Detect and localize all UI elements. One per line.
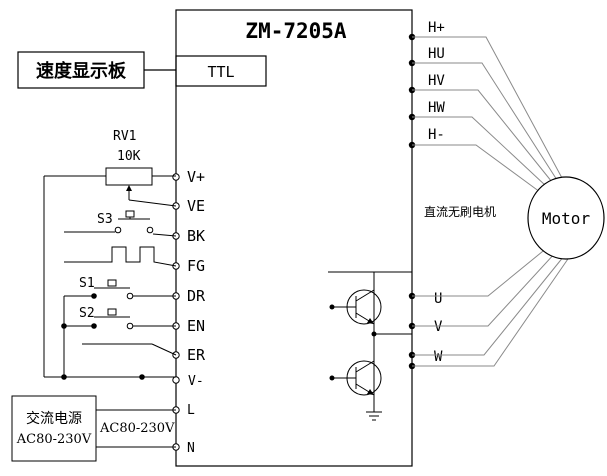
phase-wires — [412, 246, 571, 367]
pot-value: 10K — [117, 149, 141, 164]
terminal-fg: FG — [187, 257, 205, 275]
motor — [527, 176, 605, 260]
terminal-v-plus: V+ — [187, 168, 205, 186]
terminal-n: N — [187, 441, 195, 456]
terminal-w: W — [434, 349, 443, 365]
motor-inner-label: 直流无刷电机 — [424, 205, 496, 219]
terminal-ve: VE — [187, 197, 205, 215]
ac-power-source — [11, 395, 97, 462]
motor-label: Motor — [542, 209, 591, 228]
power-source-label: 交流电源 — [26, 410, 82, 427]
switch-s1-label: S1 — [79, 276, 95, 291]
power-transistors — [328, 271, 412, 421]
speed-display-label: 速度显示板 — [36, 60, 127, 82]
terminal-l: L — [187, 403, 195, 418]
hall-wires — [412, 36, 563, 193]
terminal-dr: DR — [187, 287, 206, 305]
terminal-er: ER — [187, 346, 206, 364]
fg-pulse — [64, 246, 177, 267]
controller-model: ZM-7205A — [245, 19, 347, 43]
terminal-v-minus: V- — [188, 374, 204, 389]
terminal-h-minus: H- — [428, 127, 445, 143]
terminal-hw: HW — [428, 100, 445, 116]
power-line-voltage: AC80-230V — [99, 421, 175, 436]
ttl-label: TTL — [207, 63, 234, 81]
terminal-bk: BK — [187, 227, 205, 245]
terminal-u: U — [434, 291, 442, 307]
speed-display-board — [17, 51, 145, 89]
power-source-voltage: AC80-230V — [16, 432, 92, 447]
potentiometer — [105, 167, 153, 186]
switch-s3-label: S3 — [97, 212, 113, 227]
switch-s2-label: S2 — [79, 306, 95, 321]
ttl-box — [175, 55, 267, 87]
terminal-v: V — [434, 319, 443, 335]
terminal-h-plus: H+ — [428, 20, 445, 36]
terminal-hu: HU — [428, 46, 445, 62]
terminal-hv: HV — [428, 73, 445, 89]
pot-ref: RV1 — [113, 129, 136, 144]
terminal-en: EN — [187, 317, 205, 335]
